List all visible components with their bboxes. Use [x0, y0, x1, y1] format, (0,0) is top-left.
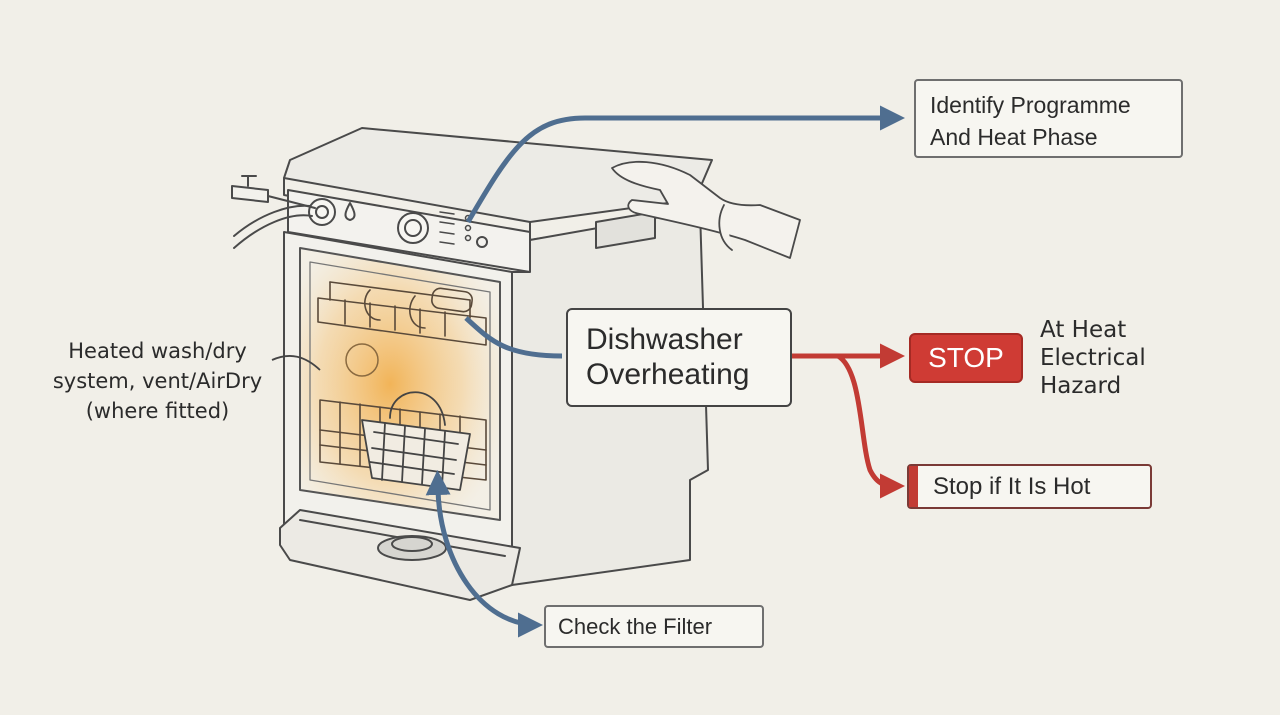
arrow-to-filter: [425, 470, 543, 638]
components-line-1: Heated wash/dry: [68, 339, 247, 363]
stop-badge: STOP: [909, 333, 1023, 383]
title-line-1: Dishwasher: [586, 323, 743, 356]
arrow-to-stop-if-hot: [836, 353, 905, 499]
components-line-2: system, vent/AirDry: [52, 369, 263, 393]
water-drop-icon: [344, 202, 356, 221]
hazard-line-3: Hazard: [1040, 373, 1122, 399]
identify-programme-box: Identify Programme And Heat Phase: [914, 79, 1183, 158]
hazard-label: At Heat Electrical Hazard: [1040, 316, 1146, 400]
components-pointer: [271, 355, 321, 371]
arrow-from-rack: [464, 316, 563, 359]
hazard-line-2: Electrical: [1040, 345, 1146, 371]
indicator-lights: [439, 211, 472, 245]
hazard-line-1: At Heat: [1040, 317, 1127, 343]
identify-line-2: And Heat Phase: [930, 124, 1098, 150]
stop-if-hot-box: Stop if It Is Hot: [907, 464, 1152, 509]
programme-knob: [397, 212, 429, 244]
identify-line-1: Identify Programme: [930, 92, 1131, 118]
water-tap-icon: [231, 175, 336, 249]
hand-icon: [611, 160, 801, 259]
components-line-3: (where fitted): [85, 399, 230, 423]
title-box: Dishwasher Overheating: [566, 308, 792, 407]
arrow-to-programme: [465, 105, 905, 224]
components-label: Heated wash/dry system, vent/AirDry (whe…: [40, 336, 275, 426]
title-line-2: Overheating: [586, 358, 750, 391]
check-filter-box: Check the Filter: [544, 605, 764, 648]
